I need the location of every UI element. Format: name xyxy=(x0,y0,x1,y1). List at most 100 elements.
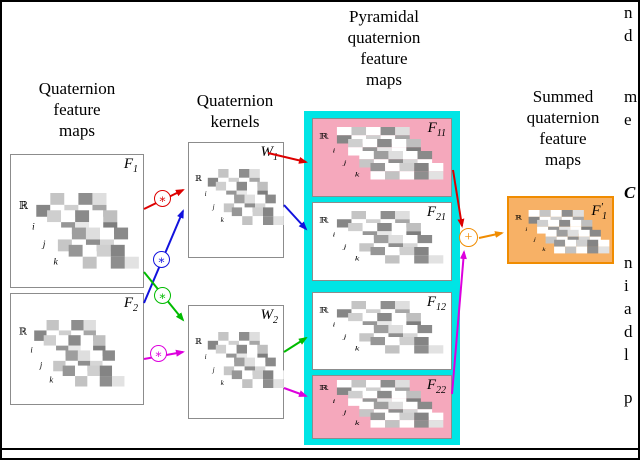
k-label: k xyxy=(354,170,360,179)
mosaic-cell xyxy=(336,380,352,388)
mosaic-cell xyxy=(399,412,415,421)
mosaic-cell xyxy=(242,207,253,217)
mosaic-cell xyxy=(207,177,219,187)
mosaic-cell xyxy=(414,247,429,256)
mosaic-cell xyxy=(223,194,235,204)
mosaic-cell xyxy=(252,216,263,225)
mosaic-cell xyxy=(273,207,284,217)
mosaic-cell xyxy=(385,337,400,346)
mosaic-cell xyxy=(576,239,588,247)
mosaic-cell xyxy=(403,235,418,244)
mosaic-cell xyxy=(362,223,378,232)
mosaic-cell xyxy=(207,332,219,341)
mosaic-cell xyxy=(351,301,367,310)
component-layer xyxy=(62,365,125,387)
mosaic-cell xyxy=(215,190,227,200)
mosaic-cell xyxy=(528,210,540,217)
mosaic-cell xyxy=(47,210,62,223)
mosaic-cell xyxy=(554,239,566,247)
k-label: k xyxy=(542,245,546,253)
mosaic-cell xyxy=(215,181,227,191)
component-layer xyxy=(68,244,139,269)
mosaic-cell xyxy=(548,219,560,227)
mosaic-cell xyxy=(265,194,276,204)
kernels-heading: Quaternion kernels xyxy=(180,90,290,132)
mosaic-cell xyxy=(236,181,247,191)
mosaic-cell xyxy=(247,181,258,191)
mosaic-cell xyxy=(75,376,88,387)
k-label: k xyxy=(354,254,360,263)
mosaic-cell xyxy=(36,193,51,205)
mosaic-cell xyxy=(244,194,255,204)
mosaic-cell xyxy=(336,211,352,220)
mosaic-cell xyxy=(223,366,235,376)
mosaic-cell xyxy=(65,350,78,361)
mosaic-cell xyxy=(428,420,444,428)
mosaic-cell xyxy=(395,301,410,310)
mosaic-cell xyxy=(348,147,363,156)
mosaic-cell xyxy=(252,370,263,380)
mosaic-cell xyxy=(359,325,374,334)
mosaic-cell xyxy=(395,211,410,220)
mosaic-cell xyxy=(62,376,76,387)
mosaic-cell xyxy=(124,256,139,269)
mosaic-cell xyxy=(50,193,65,205)
mosaic-cell xyxy=(370,345,386,354)
heading-line: feature xyxy=(53,100,101,119)
mosaic-cell xyxy=(89,210,104,223)
mosaic-cell xyxy=(556,229,568,237)
i-label: i xyxy=(204,189,207,198)
f22-label: F22 xyxy=(426,377,446,396)
mosaic-cell xyxy=(336,309,352,318)
asterisk-icon: ∗ xyxy=(154,346,163,361)
heading-line: Summed xyxy=(532,87,594,106)
mosaic-cell xyxy=(273,216,284,225)
mosaic-cell xyxy=(228,169,239,178)
fp1-label: F′1 xyxy=(591,201,607,222)
mosaic-cell xyxy=(112,376,125,387)
k-label: k xyxy=(53,255,58,267)
mosaic-cell xyxy=(242,379,253,388)
mosaic-cell xyxy=(231,207,243,217)
mosaic-cell xyxy=(370,420,386,428)
mosaic-cell xyxy=(77,350,91,361)
w1-label: W1 xyxy=(260,144,279,163)
mosaic-cell xyxy=(257,344,268,354)
clipped-body-text: n xyxy=(624,253,633,272)
clipped-body-text: p xyxy=(624,388,633,407)
mosaic-cell xyxy=(399,345,415,354)
k-label: k xyxy=(354,419,360,427)
mosaic-cell xyxy=(385,420,400,428)
mosaic-cell xyxy=(83,320,96,331)
arrow-w2-to-f22 xyxy=(283,387,308,397)
mosaic-cell xyxy=(388,151,403,160)
mosaic-cell xyxy=(336,387,352,395)
mosaic-cell xyxy=(228,332,239,341)
mosaic-cell xyxy=(348,390,363,399)
mosaic-cell xyxy=(391,139,407,148)
mosaic-cell xyxy=(587,239,599,247)
mosaic-cell xyxy=(99,376,113,387)
mosaic-cell xyxy=(428,171,444,180)
f1-label: F1 xyxy=(123,156,138,175)
mosaic-cell xyxy=(218,332,229,341)
mosaic-cell xyxy=(388,235,403,244)
mosaic-cell xyxy=(399,171,415,180)
mosaic-cell xyxy=(370,337,386,346)
mosaic-cell xyxy=(226,181,237,191)
clipped-body-text: d xyxy=(624,322,633,341)
mosaic-cell xyxy=(93,335,106,346)
mosaic-cell xyxy=(380,127,396,136)
mosaic-cell xyxy=(348,139,363,148)
mosaic-cell xyxy=(68,335,81,346)
mosaic-cell xyxy=(403,401,418,410)
mosaic-cell xyxy=(406,390,421,399)
mosaic-cell xyxy=(64,193,79,205)
mosaic-cell xyxy=(403,325,418,334)
